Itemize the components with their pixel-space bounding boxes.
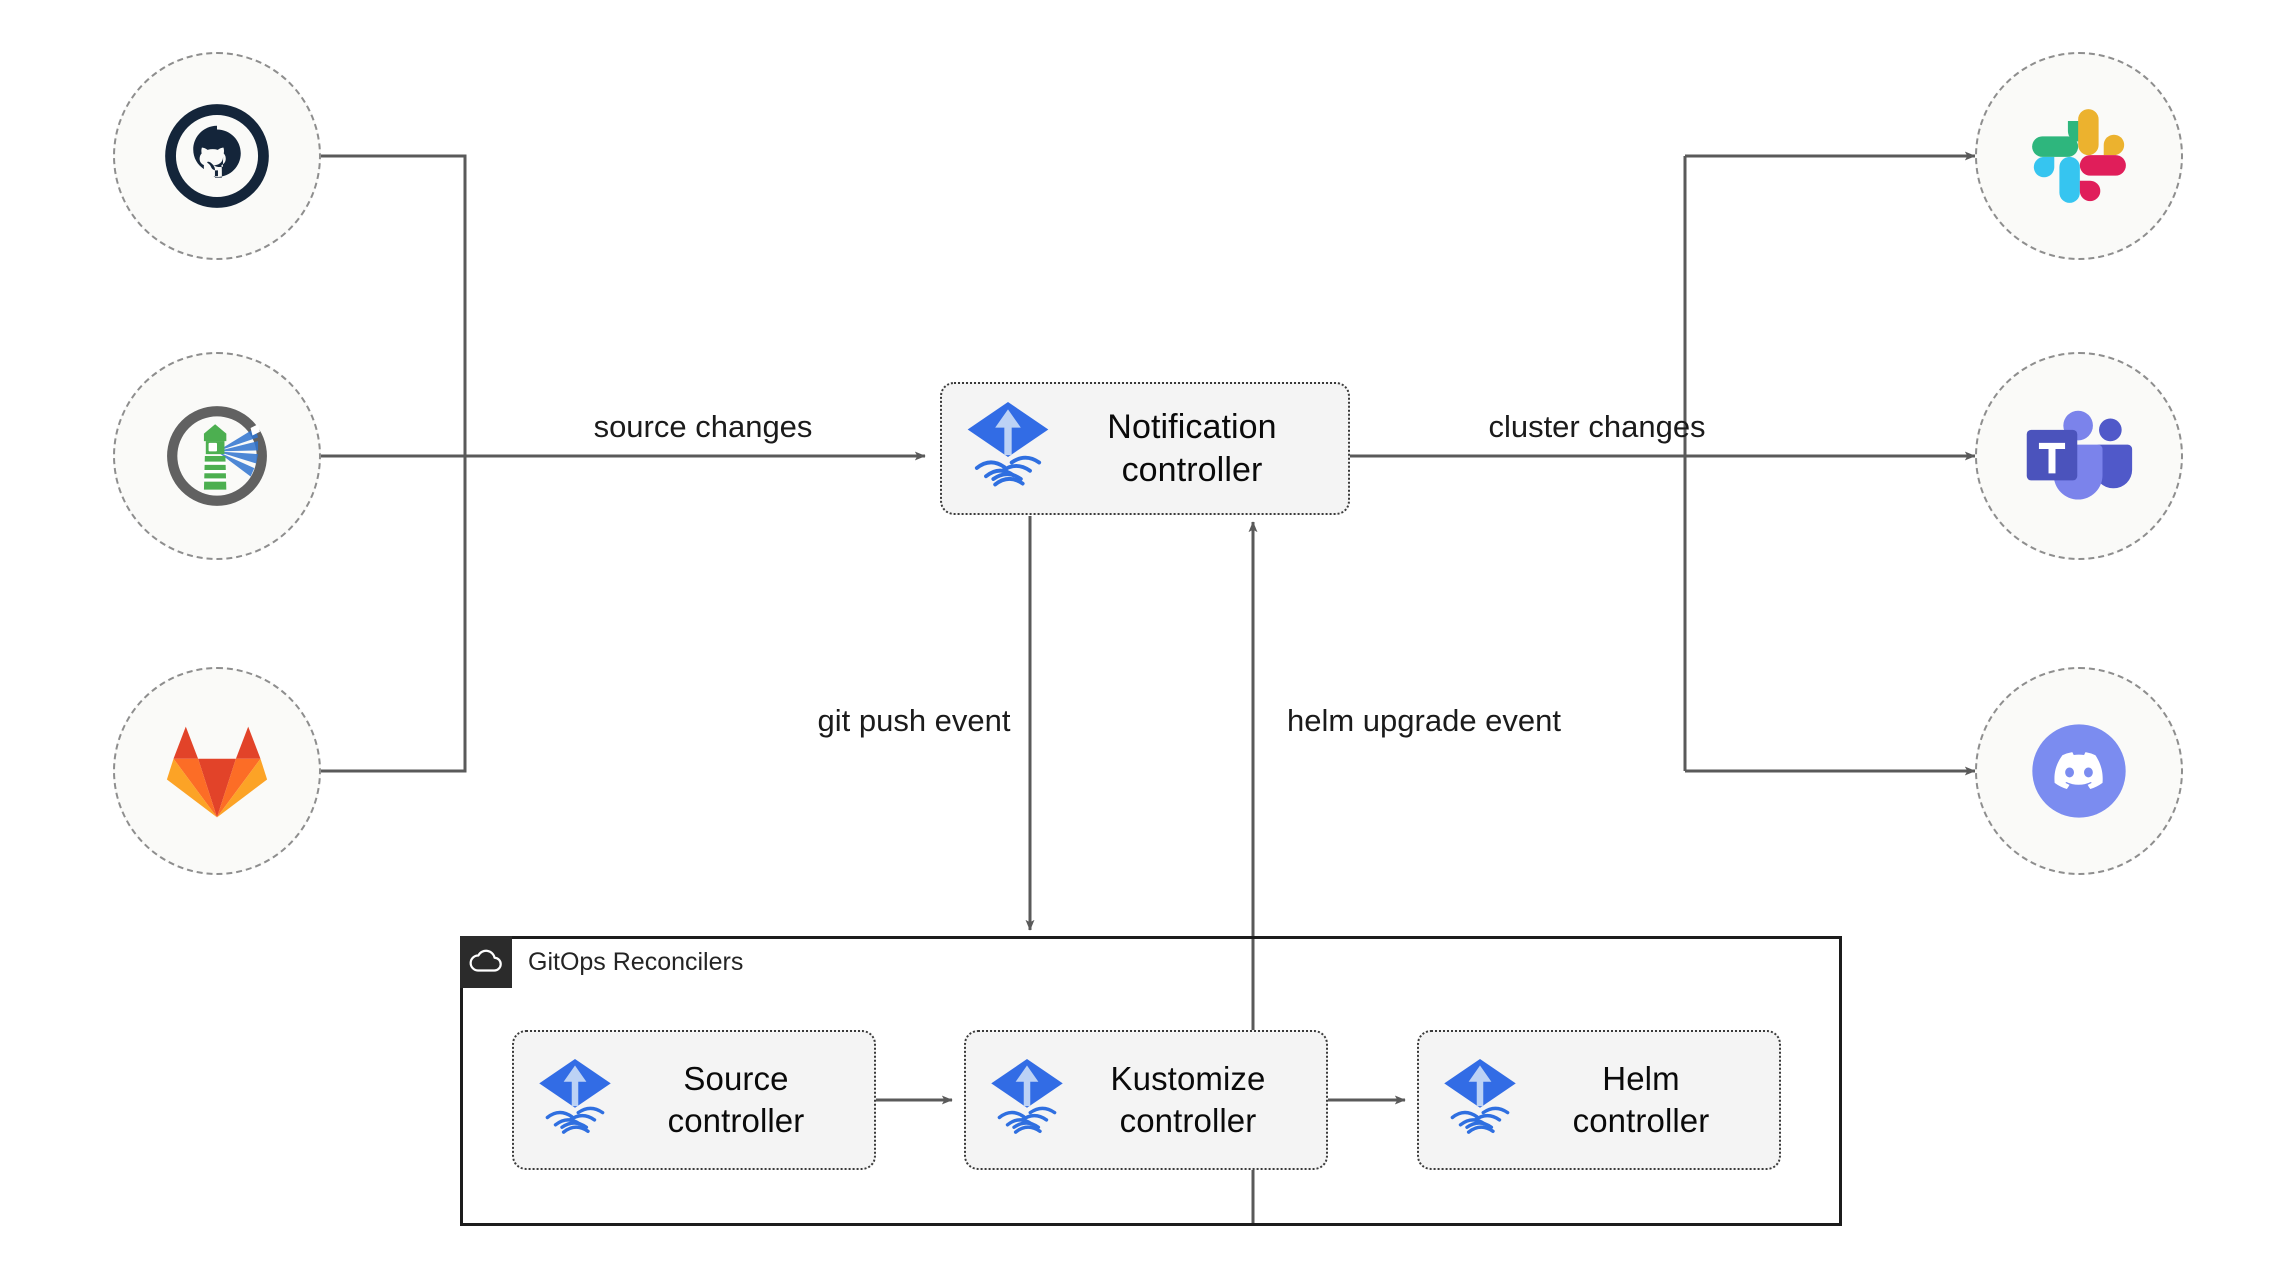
- edge-label-git-push-event: git push event: [817, 703, 1011, 738]
- slack-icon: [2027, 104, 2131, 208]
- harbor-icon: [161, 400, 273, 512]
- gitops-reconcilers-header: GitOps Reconcilers: [460, 936, 743, 988]
- flux-icon: [536, 1055, 614, 1146]
- target-node-teams[interactable]: [1975, 352, 2183, 560]
- github-icon: [163, 102, 271, 210]
- source-node-harbor[interactable]: [113, 352, 321, 560]
- source-node-github[interactable]: [113, 52, 321, 260]
- edge-label-helm-upgrade-event: helm upgrade event: [1286, 703, 1562, 738]
- cloud-icon: [460, 936, 512, 988]
- flux-icon: [988, 1055, 1066, 1146]
- source-node-gitlab[interactable]: [113, 667, 321, 875]
- gitlab-icon: [165, 721, 269, 821]
- teams-icon: [2025, 406, 2133, 506]
- gitops-reconcilers-container: [460, 936, 1842, 1226]
- edge-label-source-changes: source changes: [593, 409, 813, 444]
- discord-icon: [2023, 715, 2135, 827]
- edge-label-cluster-changes: cluster changes: [1488, 409, 1706, 444]
- target-node-slack[interactable]: [1975, 52, 2183, 260]
- flux-icon: [964, 398, 1052, 499]
- edge-cluster-changes: [1350, 151, 1976, 776]
- flux-icon: [1441, 1055, 1519, 1146]
- edge-source-changes: [321, 154, 926, 773]
- gitops-reconcilers-title: GitOps Reconcilers: [528, 947, 744, 976]
- target-node-discord[interactable]: [1975, 667, 2183, 875]
